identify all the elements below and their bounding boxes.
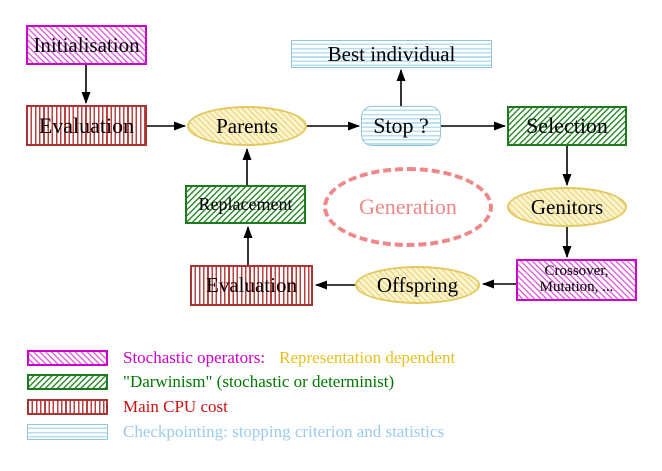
node-evaluation-top: Evaluation [26, 105, 147, 146]
node-best-individual: Best individual [291, 40, 492, 68]
generation-loop-ellipse: Generation [323, 167, 493, 247]
node-crossover-mutation: Crossover, Mutation, ... [516, 259, 637, 301]
legend-label-stochastic: Stochastic operators: [123, 347, 266, 367]
cyan-stripe-swatch [27, 423, 108, 440]
node-replacement: Replacement [185, 185, 306, 224]
legend-label-darwinism: "Darwinism" (stochastic or determinist) [123, 371, 395, 391]
legend-row-stochastic: Stochastic operators: Representation dep… [27, 347, 456, 367]
green-hatch-swatch [27, 373, 108, 390]
legend-row-darwinism: "Darwinism" (stochastic or determinist) [27, 371, 395, 391]
legend-label-checkpointing: Checkpointing: stopping criterion and st… [123, 421, 445, 441]
node-evaluation-bottom: Evaluation [190, 265, 313, 306]
legend-label-cpu-cost: Main CPU cost [123, 396, 228, 416]
node-genitors: Genitors [507, 187, 627, 227]
node-parents: Parents [187, 106, 307, 146]
node-stop: Stop ? [361, 106, 441, 146]
node-initialisation: Initialisation [26, 25, 147, 65]
mutation-line: Mutation, ... [539, 279, 614, 295]
legend-row-checkpointing: Checkpointing: stopping criterion and st… [27, 421, 445, 441]
legend-label-representation: Representation dependent [279, 347, 456, 367]
magenta-hatch-swatch [27, 349, 108, 366]
crossover-line: Crossover, [544, 263, 609, 280]
red-stripe-swatch [27, 398, 108, 415]
legend-row-cpu-cost: Main CPU cost [27, 396, 228, 416]
node-offspring: Offspring [355, 266, 480, 304]
node-selection: Selection [507, 106, 627, 146]
